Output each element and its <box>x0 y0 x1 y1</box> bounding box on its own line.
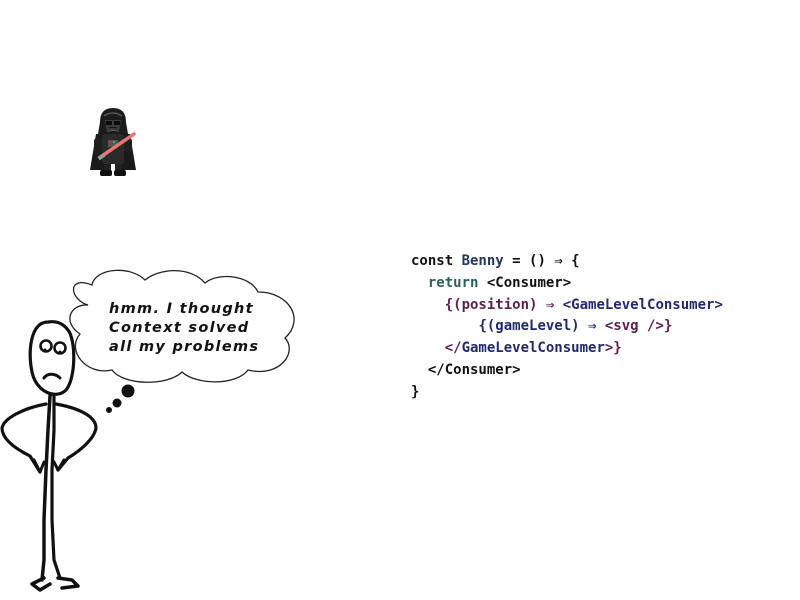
code-line: {(position) ⇒ <GameLevelConsumer> <box>411 295 723 317</box>
stick-figure-scene <box>0 269 295 592</box>
code-line: </GameLevelConsumer>} <box>411 338 723 360</box>
code-token: {(position) ⇒ <box>444 296 563 313</box>
darth-vader-icon <box>90 108 136 176</box>
code-token: Benny <box>461 253 504 269</box>
code-token: = () ⇒ { <box>503 253 580 269</box>
code-line: const Benny = () ⇒ { <box>411 251 723 273</box>
code-token: } <box>411 383 420 400</box>
code-line: {(gameLevel) ⇒ <svg />} <box>411 316 723 338</box>
thought-line-3: all my problems <box>109 339 260 355</box>
thought-bubble-icon <box>69 269 295 413</box>
code-token: const <box>411 253 462 269</box>
thought-line-1: hmm. I thought <box>109 301 254 317</box>
code-token: </ <box>444 340 462 357</box>
code-line: </Consumer> <box>411 360 723 382</box>
code-token: >} <box>604 340 622 357</box>
code-token: GameLevelConsumer <box>461 340 605 357</box>
thought-line-2: Context solved <box>109 320 250 336</box>
code-line: } <box>411 382 723 404</box>
code-token: return <box>427 274 479 291</box>
code-block: const Benny = () ⇒ { return <Consumer> {… <box>411 251 723 404</box>
thought-bubble-text: hmm. I thought Context solved all my pro… <box>109 300 289 357</box>
code-token: <svg />} <box>604 318 673 335</box>
code-token: <Consumer> <box>478 274 572 291</box>
code-token: <GameLevelConsumer> <box>562 296 723 313</box>
code-line: return <Consumer> <box>411 273 723 295</box>
code-token: {(gameLevel) ⇒ <box>478 318 605 335</box>
code-token: </Consumer> <box>427 361 521 378</box>
stick-figure-icon <box>0 320 98 592</box>
